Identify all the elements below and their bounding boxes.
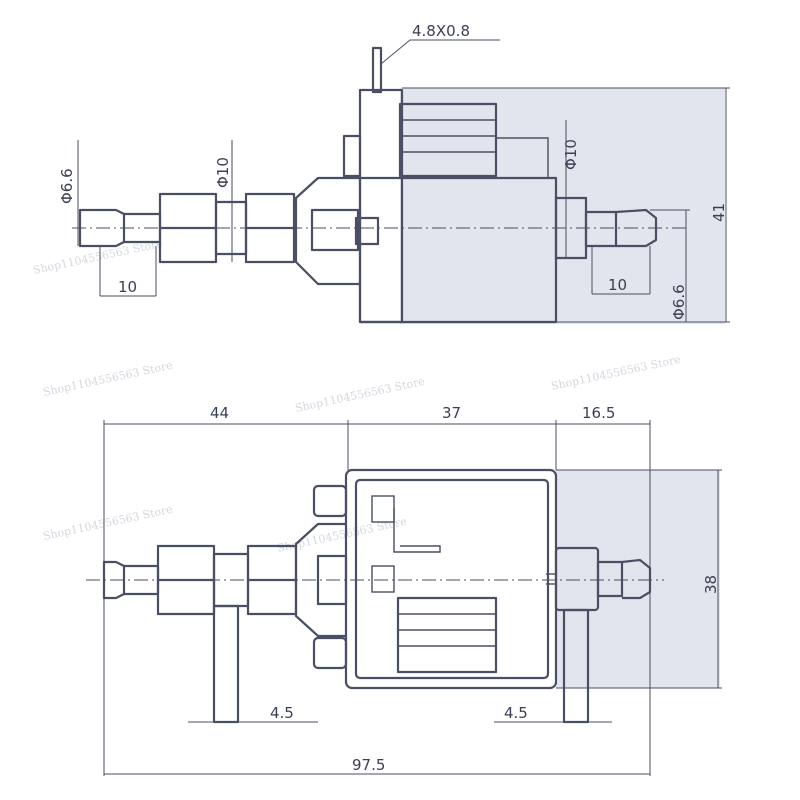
top-flange — [294, 176, 360, 286]
top-phi-right-label: Φ10 — [562, 139, 580, 170]
bottom-housing-inner — [354, 478, 550, 680]
top-phi-right2-label: Φ6.6 — [670, 284, 688, 320]
top-phi-mid-label: Φ10 — [214, 157, 232, 188]
dim-37-label: 37 — [442, 404, 461, 422]
boss-bottom — [312, 636, 348, 670]
dim-97-5-label: 97.5 — [352, 756, 385, 774]
watermark-4: Shop1104556563 Store — [550, 353, 682, 393]
bottom-coil — [396, 596, 498, 674]
pin-size-label: 4.8X0.8 — [412, 22, 470, 40]
dim-4-5-left-label: 4.5 — [270, 704, 294, 722]
top-nozzle-right — [615, 208, 658, 248]
dim-44-label: 44 — [210, 404, 229, 422]
dim-4-5-right-label: 4.5 — [504, 704, 528, 722]
bottom-foot-left — [212, 604, 240, 724]
boss-top — [312, 484, 348, 518]
dim-16-5-label: 16.5 — [582, 404, 615, 422]
bottom-view: 44 37 16.5 38 4.5 4.5 97.5 — [86, 404, 722, 776]
bottom-shade — [556, 470, 720, 688]
top-body-shade — [400, 88, 725, 324]
top-height-label: 41 — [710, 203, 728, 222]
top-view: 10 Φ6.6 Φ10 Φ10 10 Φ6.6 41 4.8X0.8 — [58, 22, 730, 324]
top-len-right-label: 10 — [608, 276, 627, 294]
top-phi-left-label: Φ6.6 — [58, 168, 76, 204]
watermark-2: Shop1104556563 Store — [42, 359, 174, 399]
top-terminal-pin — [371, 46, 383, 94]
top-len-left-label: 10 — [118, 278, 137, 296]
top-coil — [398, 102, 498, 178]
top-housing-left — [358, 88, 404, 324]
watermark-5: Shop1104556563 Store — [42, 503, 174, 543]
bottom-housing-outer — [344, 468, 558, 690]
bottom-foot-right — [562, 608, 590, 724]
watermark-3: Shop1104556563 Store — [294, 375, 426, 415]
dim-38-label: 38 — [702, 575, 720, 594]
top-clip — [342, 134, 362, 178]
